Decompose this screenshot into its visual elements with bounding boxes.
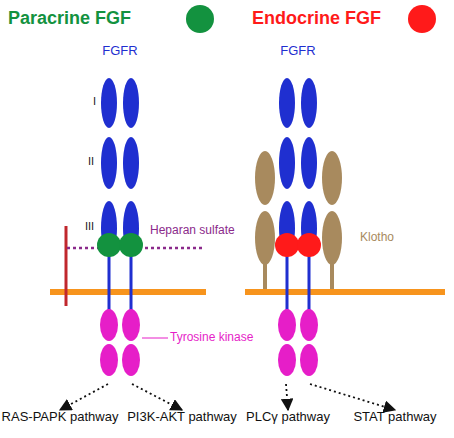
pathway-label: PI3K-AKT pathway (122, 410, 242, 432)
fgfr-dimer (101, 78, 139, 312)
receptor-complex: FGFR (88, 44, 152, 384)
pathway-name: RAS-PAPK pathway (0, 410, 120, 425)
kinase-domain (100, 309, 140, 376)
signal-arrow (310, 384, 395, 410)
pathway-name: PLCγ pathway (236, 410, 340, 425)
paracrine-ligand (97, 233, 143, 257)
fgfr-dimer (279, 78, 317, 312)
pathway-label: RAS-PAPK pathway (0, 410, 120, 432)
receptor-complex: FGFR (266, 44, 330, 384)
receptor-name: FGFR (266, 44, 330, 59)
heparan-label: Heparan sulfate (150, 224, 235, 238)
kinase-label: Tyrosine kinase (170, 331, 253, 345)
cell-membrane (245, 289, 445, 295)
legend-text: Paracrine FGF (8, 8, 131, 29)
signal-arrow (286, 384, 288, 410)
pathway-name: PI3K-AKT pathway (122, 410, 242, 425)
pathway-name: STAT pathway (340, 410, 450, 425)
klotho-label: Klotho (360, 231, 394, 245)
receptor-name: FGFR (88, 44, 152, 59)
kinase-domain (278, 309, 318, 376)
pathway-label: PLCγ pathway (236, 410, 340, 432)
pathway-label: STAT pathway (340, 410, 450, 432)
domain-numeral: I (93, 95, 96, 108)
domain-numeral: II (88, 155, 94, 168)
cell-membrane (50, 289, 206, 295)
legend-text: Endocrine FGF (252, 8, 381, 29)
signal-arrow (132, 384, 182, 410)
signal-arrow (60, 384, 108, 410)
klotho-coreceptor (255, 151, 342, 289)
legend-swatch (186, 5, 214, 33)
proteoglycan-core (65, 226, 68, 306)
endocrine-ligand (275, 233, 321, 257)
legend-swatch (408, 5, 436, 33)
domain-numeral: III (85, 220, 94, 233)
leader-line (142, 338, 168, 339)
